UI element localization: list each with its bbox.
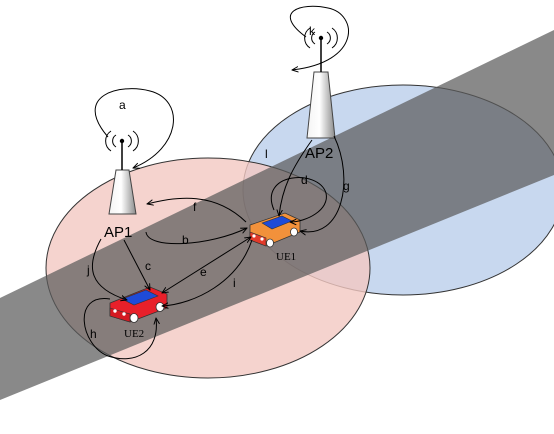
ue2-label: UE2 [124, 328, 144, 340]
link-label-c: c [145, 259, 151, 273]
link-label-g: g [343, 179, 350, 193]
ue2-car [109, 286, 168, 323]
link-d [271, 177, 327, 222]
link-label-k: k [309, 24, 316, 38]
ue1-car [249, 212, 301, 248]
link-j [92, 238, 127, 300]
link-i [162, 239, 253, 306]
ue1-label: UE1 [276, 251, 296, 263]
link-label-b: b [182, 233, 189, 247]
link-e [162, 237, 251, 293]
ap2-tower [304, 27, 338, 139]
link-f [147, 197, 247, 223]
link-label-e: e [200, 265, 207, 279]
link-h-loop [83, 298, 156, 360]
link-label-f: f [193, 200, 197, 214]
ap2-label: AP2 [305, 145, 333, 162]
link-label-i: i [233, 276, 236, 290]
link-label-j: j [86, 263, 90, 277]
ap1-tower [105, 130, 139, 215]
ap1-label: AP1 [104, 224, 132, 241]
link-g [300, 135, 345, 232]
link-k-loop [290, 5, 349, 70]
link-a-loop [94, 88, 174, 168]
link-label-l: l [265, 147, 268, 161]
link-l [279, 139, 313, 216]
link-label-a: a [119, 98, 126, 112]
link-label-h: h [90, 327, 97, 341]
link-label-d: d [301, 173, 308, 187]
link-c [123, 239, 150, 290]
